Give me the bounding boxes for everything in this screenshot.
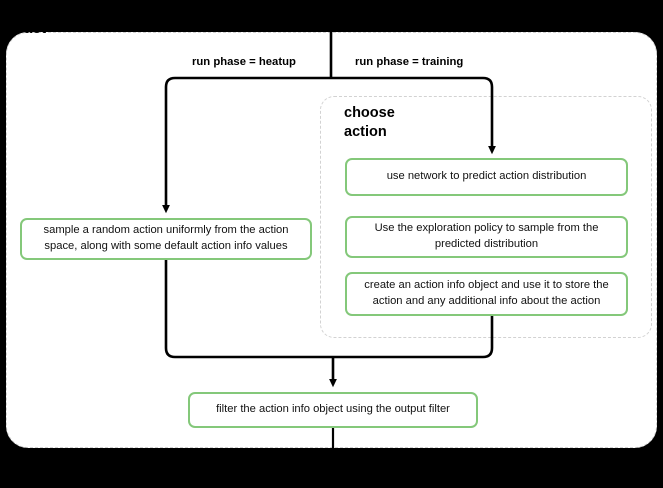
- choose-action-group-title: choose action: [344, 104, 464, 143]
- node-create-action-info[interactable]: create an action info object and use it …: [345, 272, 628, 316]
- node-use-network[interactable]: use network to predict action distributi…: [345, 158, 628, 196]
- choose-action-title-line1: choose: [344, 105, 395, 121]
- edge-label-training: run phase = training: [355, 56, 464, 68]
- edge-label-heatup: run phase = heatup: [192, 56, 296, 68]
- node-filter-action-info[interactable]: filter the action info object using the …: [188, 392, 478, 428]
- node-sample-random-action[interactable]: sample a random action uniformly from th…: [20, 218, 312, 260]
- page-title: act: [24, 20, 47, 37]
- node-exploration-policy[interactable]: Use the exploration policy to sample fro…: [345, 216, 628, 258]
- choose-action-title-line2: action: [344, 124, 387, 141]
